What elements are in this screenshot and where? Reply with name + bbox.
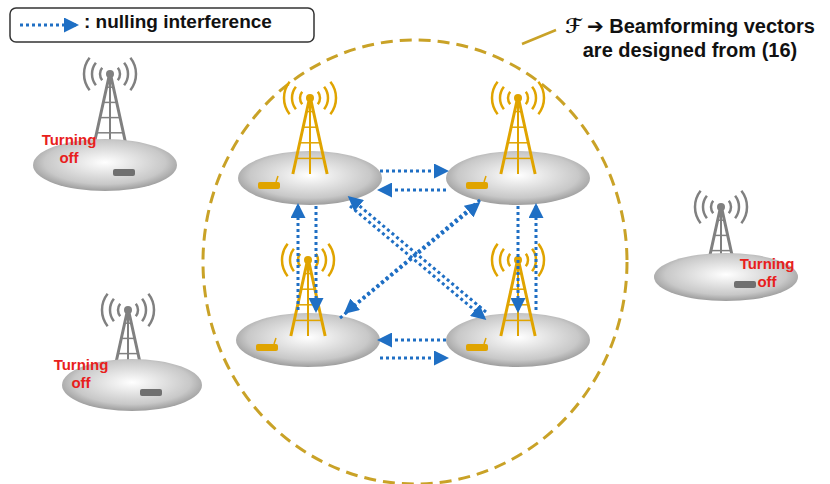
nulling-arrow [297,206,300,310]
cell-node: Turning off [30,125,182,195]
status-label: Turning off [38,131,100,167]
nulling-arrow [346,200,480,312]
status-label: Turning off [736,255,798,291]
user-device [140,389,162,396]
nulling-arrow [340,204,478,318]
cell-area [652,245,804,310]
cell-node: Turning off [652,245,804,310]
nulling-arrow [315,206,318,310]
user-device [256,344,278,351]
base-station-icon [492,82,544,174]
user-device [113,169,135,176]
user-device [258,182,280,189]
annotation-text: ℱ ➔ Beamforming vectors are designed fro… [556,14,824,62]
nulling-arrow [535,206,538,310]
user-device [466,182,488,189]
base-station-icon [282,244,334,336]
status-label: Turning off [50,356,112,392]
cell-node: Turning off [48,350,204,416]
nulling-arrow [380,357,446,360]
nulling-arrow [350,198,486,312]
nulling-arrow [380,339,446,342]
cell-area [446,313,590,367]
cell-area [236,313,380,367]
cell-area [238,151,382,205]
nulling-arrow [380,170,446,173]
base-station-icon [284,82,336,174]
legend-text: : nulling interference [84,11,272,32]
legend-sample [20,24,76,27]
user-device [734,281,756,288]
cluster-boundary [203,40,627,484]
leader-line [522,30,556,44]
legend-box [10,8,314,42]
nulling-arrow [350,206,484,318]
user-device [466,344,488,351]
nulling-arrow [380,189,446,192]
cell-area [446,151,590,205]
nulling-arrow [517,206,520,310]
